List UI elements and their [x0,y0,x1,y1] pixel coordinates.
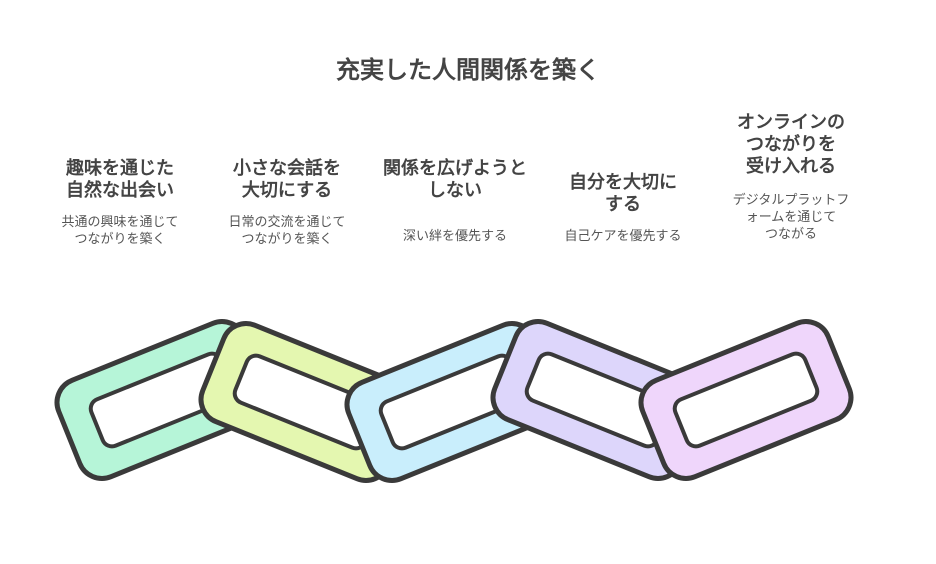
chain-label-5: オンラインの つながりを 受け入れる デジタルプラットフ ォームを通じて つなが… [716,112,866,243]
label-title: 自分を大切に する [569,172,677,215]
diagram-title: 充実した人間関係を築く [336,56,600,84]
chain-label-4: 自分を大切に する 自己ケアを優先する [548,172,698,245]
label-description: 共通の興味を通じて つながりを築く [61,215,179,247]
label-title: 関係を広げようと しない [383,158,527,201]
label-description: デジタルプラットフ ォームを通じて つながる [732,193,850,242]
label-description: 自己ケアを優先する [564,229,682,244]
label-description: 日常の交流を通じて つながりを築く [228,215,346,247]
chain-label-2: 小さな会話を 大切にする 日常の交流を通じて つながりを築く [212,158,362,248]
label-description: 深い絆を優先する [402,229,507,244]
chain-label-1: 趣味を通じた 自然な出会い 共通の興味を通じて つながりを築く [45,158,195,248]
chain-label-3: 関係を広げようと しない 深い絆を優先する [380,158,530,245]
chain-link-5 [638,319,854,481]
label-title: 趣味を通じた 自然な出会い [66,158,174,201]
label-title: オンラインの つながりを 受け入れる [737,112,845,177]
label-title: 小さな会話を 大切にする [233,158,341,201]
